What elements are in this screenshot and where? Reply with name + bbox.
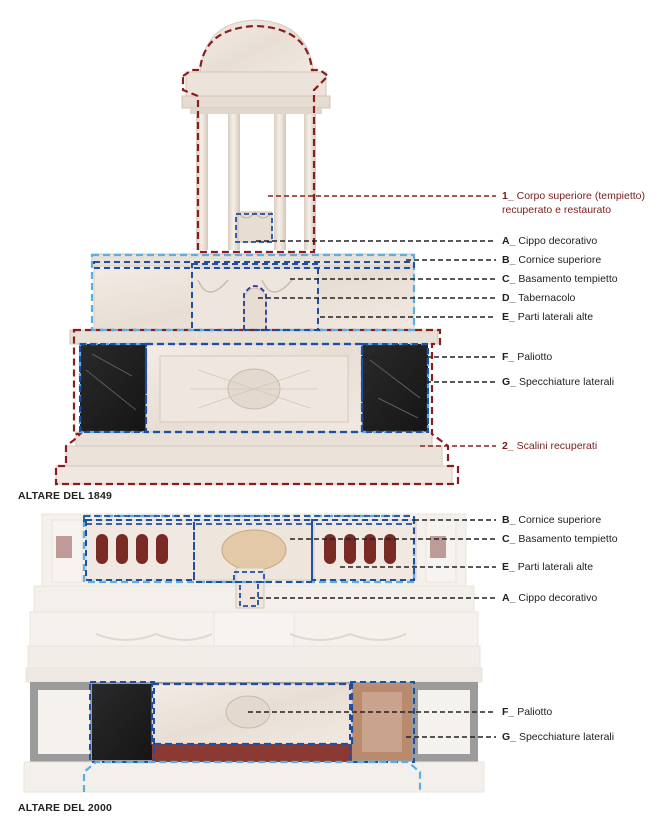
- callout-letter: B_: [502, 514, 516, 526]
- callout-text: Parti laterali alte: [517, 561, 594, 573]
- callout-text: Paliotto: [517, 351, 553, 363]
- callout-2000-c: C_ Basamento tempietto: [502, 532, 618, 546]
- callout-letter: D_: [502, 292, 516, 304]
- callout-1849-b: B_ Cornice superiore: [502, 253, 601, 267]
- callout-letter: C_: [502, 273, 516, 285]
- callout-text: Paliotto: [517, 706, 553, 718]
- callout-letter: 2_: [502, 440, 514, 452]
- callout-1849-e: E_ Parti laterali alte: [502, 310, 593, 324]
- callout-1849-d: D_ Tabernacolo: [502, 291, 575, 305]
- callout-1849-f: F_ Paliotto: [502, 350, 552, 364]
- callout-2000-b: B_ Cornice superiore: [502, 513, 601, 527]
- callout-1849-a: A_ Cippo decorativo: [502, 234, 597, 248]
- callout-text: Basamento tempietto: [518, 533, 618, 545]
- altar-2000-drawing: [23, 513, 496, 793]
- callout-2000-e: E_ Parti laterali alte: [502, 560, 593, 574]
- callout-letter: E_: [502, 561, 515, 573]
- callout-letter: A_: [502, 235, 516, 247]
- callout-2000-a: A_ Cippo decorativo: [502, 591, 597, 605]
- callout-text: Corpo superiore (tempietto): [516, 190, 645, 202]
- callout-text: Tabernacolo: [518, 292, 576, 304]
- callout-letter: E_: [502, 311, 515, 323]
- callout-1849-g: G_ Specchiature laterali: [502, 375, 614, 389]
- callout-letter: F_: [502, 706, 515, 718]
- callout-1849-2: 2_ Scalini recuperati: [502, 439, 597, 453]
- callout-1849-1: 1_ Corpo superiore (tempietto) recuperat…: [502, 189, 645, 217]
- callout-text: Cippo decorativo: [518, 235, 598, 247]
- callout-text: Specchiature laterali: [518, 376, 615, 388]
- callout-text: Parti laterali alte: [517, 311, 594, 323]
- callout-letter: C_: [502, 533, 516, 545]
- callout-letter: A_: [502, 592, 516, 604]
- callout-text: Cippo decorativo: [518, 592, 598, 604]
- callout-text: Cornice superiore: [518, 514, 602, 526]
- callout-letter: G_: [502, 376, 517, 388]
- callout-letter: B_: [502, 254, 516, 266]
- callout-2000-g: G_ Specchiature laterali: [502, 730, 614, 744]
- callout-text: Scalini recuperati: [516, 440, 598, 452]
- callout-letter: F_: [502, 351, 515, 363]
- callout-letter: 1_: [502, 190, 514, 202]
- altar-1849-drawing: [54, 19, 496, 486]
- callout-text: Specchiature laterali: [518, 731, 615, 743]
- altar-1849-title: ALTARE DEL 1849: [18, 490, 113, 502]
- callout-text-line2: recuperato e restaurato: [502, 204, 612, 216]
- callout-text: Cornice superiore: [518, 254, 602, 266]
- callout-1849-c: C_ Basamento tempietto: [502, 272, 618, 286]
- callout-2000-f: F_ Paliotto: [502, 705, 552, 719]
- callout-letter: G_: [502, 731, 517, 743]
- altar-2000-title: ALTARE DEL 2000: [18, 802, 113, 814]
- callout-text: Basamento tempietto: [518, 273, 618, 285]
